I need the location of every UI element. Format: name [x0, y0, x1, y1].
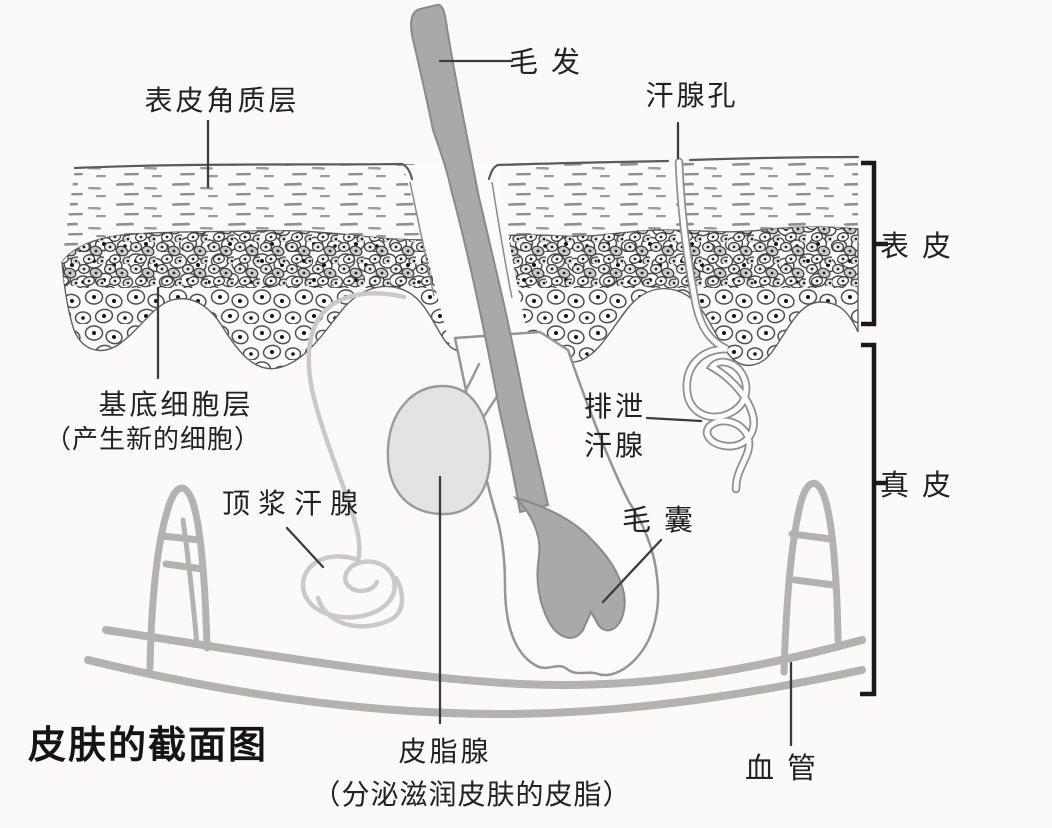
hair-bulb — [512, 496, 626, 639]
label-dermis: 真皮 — [880, 468, 964, 502]
blood-vessel-lower — [84, 656, 866, 719]
hair-follicle-leader-line — [601, 538, 663, 604]
dermis-bracket — [860, 342, 877, 697]
label-blood-vessel: 血管 — [745, 751, 829, 785]
label-excretory-sweat-gland-line2: 汗腺 — [584, 429, 646, 462]
label-hair-follicle: 毛囊 — [622, 503, 706, 537]
capillary-loop-right — [780, 480, 842, 676]
diagram-title: 皮肤的截面图 — [28, 723, 268, 767]
skin-surface-line — [73, 155, 860, 299]
apocrine-gland-leader-line — [285, 526, 325, 569]
label-basal-cell-layer-note: （产生新的细胞） — [45, 425, 261, 455]
blood-vessels — [84, 626, 866, 719]
capillary-loop-left — [146, 484, 211, 672]
label-epidermis: 表皮 — [880, 229, 964, 263]
label-stratum-corneum: 表皮角质层 — [144, 84, 299, 117]
label-sweat-pore: 汗腺孔 — [645, 79, 738, 112]
leader-lines — [156, 59, 793, 747]
layer-brackets — [860, 160, 888, 697]
excretory-gland-leader-line — [645, 416, 703, 423]
hair-shaft — [410, 3, 550, 514]
apocrine-sweat-gland — [300, 291, 407, 629]
label-sebaceous-gland: 皮脂腺 — [398, 735, 491, 768]
excretory-sweat-gland — [674, 157, 758, 494]
label-excretory-sweat-gland-line1: 排泄 — [584, 390, 646, 423]
label-sebaceous-gland-note: （分泌滋润皮肤的皮脂） — [312, 778, 631, 811]
label-hair: 毛发 — [509, 45, 593, 79]
label-apocrine-sweat-gland: 顶浆汗腺 — [222, 487, 366, 520]
label-basal-cell-layer: 基底细胞层 — [98, 388, 253, 421]
blood-vessel-upper — [102, 626, 866, 689]
